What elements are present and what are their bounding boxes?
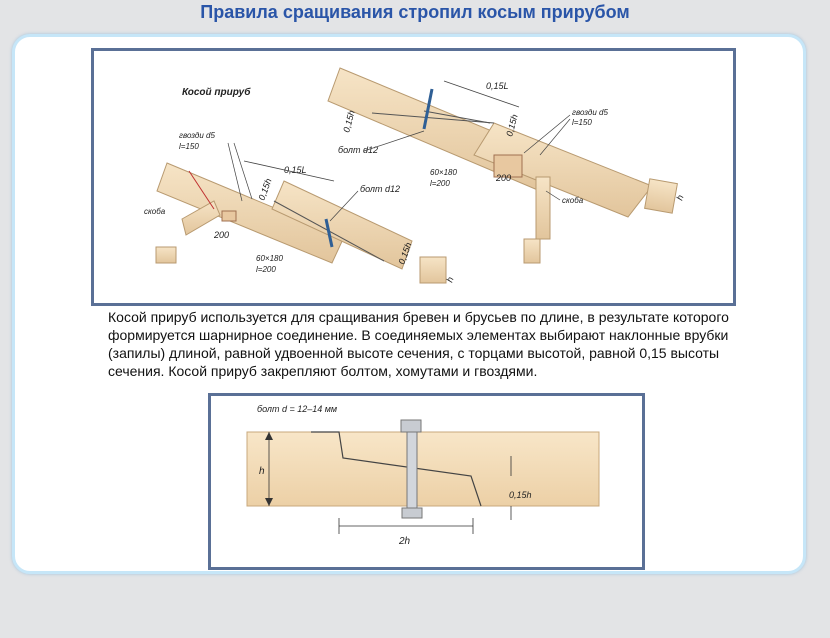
svg-text:скоба: скоба xyxy=(144,207,166,216)
svg-text:болт d12: болт d12 xyxy=(338,145,378,155)
page-title: Правила сращивания стропил косым прирубо… xyxy=(200,2,630,22)
lower-bracket-mark xyxy=(188,170,215,210)
svg-text:l=200: l=200 xyxy=(256,265,276,274)
upper-post-end xyxy=(523,238,541,264)
description-text: Косой прируб используется для сращивания… xyxy=(108,309,729,379)
svg-text:0,15h: 0,15h xyxy=(509,490,532,500)
lower-post-end xyxy=(155,246,177,264)
svg-text:0,15L: 0,15L xyxy=(486,81,509,91)
bolt-head xyxy=(400,419,422,433)
svg-text:0,15L: 0,15L xyxy=(284,165,307,175)
svg-text:h: h xyxy=(444,276,455,284)
bolt-label: болт d = 12–14 мм xyxy=(257,404,337,414)
svg-text:болт d12: болт d12 xyxy=(360,184,400,194)
upper-bolt xyxy=(422,88,434,130)
figure-1-drawing: Косой прируб 0,15L 0,15h 0,15h гвозди d5… xyxy=(144,67,686,284)
slant-cut xyxy=(311,431,482,507)
svg-text:0,15h: 0,15h xyxy=(256,177,273,202)
upper-beam-end xyxy=(644,178,678,214)
svg-text:60×180: 60×180 xyxy=(430,168,457,177)
fig1-label: Косой прируб xyxy=(182,86,251,98)
figure-2: болт d = 12–14 мм h 0,15h 2h xyxy=(208,393,645,570)
upper-joint: 0,15L 0,15h 0,15h гвозди d5 l=150 болт d… xyxy=(327,67,686,264)
svg-text:60×180: 60×180 xyxy=(256,254,283,263)
svg-text:l=200: l=200 xyxy=(430,179,450,188)
figure-1: Косой прируб 0,15L 0,15h 0,15h гвозди d5… xyxy=(91,48,736,306)
svg-text:h: h xyxy=(259,466,265,477)
upper-nail-block xyxy=(493,154,523,178)
svg-text:2h: 2h xyxy=(398,536,411,547)
svg-text:h: h xyxy=(674,194,685,202)
lower-beam-right xyxy=(271,180,413,270)
svg-text:0,15h: 0,15h xyxy=(341,109,356,133)
svg-text:l=150: l=150 xyxy=(572,118,592,127)
bolt-nut xyxy=(401,507,423,519)
upper-beam-right xyxy=(473,122,653,218)
figure-2-drawing: болт d = 12–14 мм h 0,15h 2h xyxy=(246,404,600,547)
bolt-shaft xyxy=(406,431,418,509)
svg-text:200: 200 xyxy=(495,173,511,183)
svg-text:200: 200 xyxy=(213,230,229,240)
svg-text:гвозди d5: гвозди d5 xyxy=(179,131,215,140)
upper-cut-line xyxy=(371,112,495,124)
lower-joint: гвозди d5 l=150 0,15L 0,15h 0,15h болт d… xyxy=(144,131,456,284)
svg-text:гвозди d5: гвозди d5 xyxy=(572,108,608,117)
svg-text:l=150: l=150 xyxy=(179,142,199,151)
lower-post xyxy=(181,200,221,236)
svg-text:скоба: скоба xyxy=(562,196,584,205)
lower-beam-end xyxy=(419,256,447,284)
lower-bolt xyxy=(324,218,334,248)
upper-post xyxy=(535,176,551,240)
